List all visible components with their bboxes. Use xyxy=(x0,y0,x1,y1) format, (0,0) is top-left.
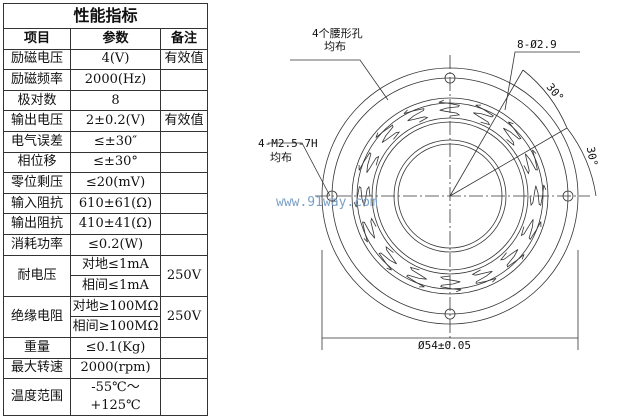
table-row: 相位移≤±30° xyxy=(3,151,208,174)
winding xyxy=(378,245,397,271)
slots-label-2: 均布 xyxy=(324,40,346,53)
diameter-label: Ø54±0.05 xyxy=(418,339,471,352)
winding xyxy=(499,249,525,268)
row-label: 励磁电压 xyxy=(3,48,71,71)
cell: 250V xyxy=(160,254,208,297)
row-label: 最大转速 xyxy=(3,357,71,380)
watermark: www.91way.com xyxy=(276,195,378,210)
row-label: 励磁频率 xyxy=(3,69,71,91)
cell: ≤±30° xyxy=(70,151,161,174)
thread-label: 4-M2.5-7H xyxy=(258,137,318,150)
winding xyxy=(406,266,427,288)
holes-label: 8-Ø2.9 xyxy=(517,38,557,51)
winding xyxy=(473,104,494,126)
winding xyxy=(523,149,538,175)
row-label: 重量 xyxy=(3,336,71,359)
table-row: 零位剩压≤20(mV) xyxy=(3,172,208,194)
winding xyxy=(403,108,429,123)
row-label: 输入阻抗 xyxy=(3,192,71,215)
cell: 对地≥100MΩ xyxy=(70,295,161,318)
table-row: 重量≤0.1(Kg) xyxy=(3,336,208,359)
row-label: 绝缘电阻 xyxy=(3,295,71,338)
col-header: 项目 xyxy=(3,28,71,50)
winding xyxy=(353,185,371,208)
winding xyxy=(438,99,461,117)
resolver-drawing xyxy=(268,51,597,350)
winding xyxy=(358,152,380,173)
winding xyxy=(471,269,497,284)
row-label: 零位剩压 xyxy=(3,172,71,194)
cell: 对地≤1mA xyxy=(70,254,161,277)
winding xyxy=(529,184,547,207)
winding xyxy=(362,217,377,243)
winding xyxy=(503,121,522,147)
row-label: 输出电压 xyxy=(3,110,71,132)
winding xyxy=(520,219,542,240)
cell: 有效值 xyxy=(160,110,208,132)
cell: 410±41(Ω) xyxy=(70,213,161,235)
cell: 250V xyxy=(160,295,208,338)
cell: 2±0.2(V) xyxy=(70,110,161,132)
thread-label-2: 均布 xyxy=(270,151,292,164)
winding xyxy=(439,275,462,293)
cell: 610±61(Ω) xyxy=(70,192,161,215)
winding xyxy=(375,124,401,143)
cell: 相间≤1mA xyxy=(70,275,161,297)
table-title: 性能指标 xyxy=(3,3,208,29)
cell: ≤0.1(Kg) xyxy=(70,336,161,359)
slots-label: 4个腰形孔 xyxy=(312,27,363,40)
